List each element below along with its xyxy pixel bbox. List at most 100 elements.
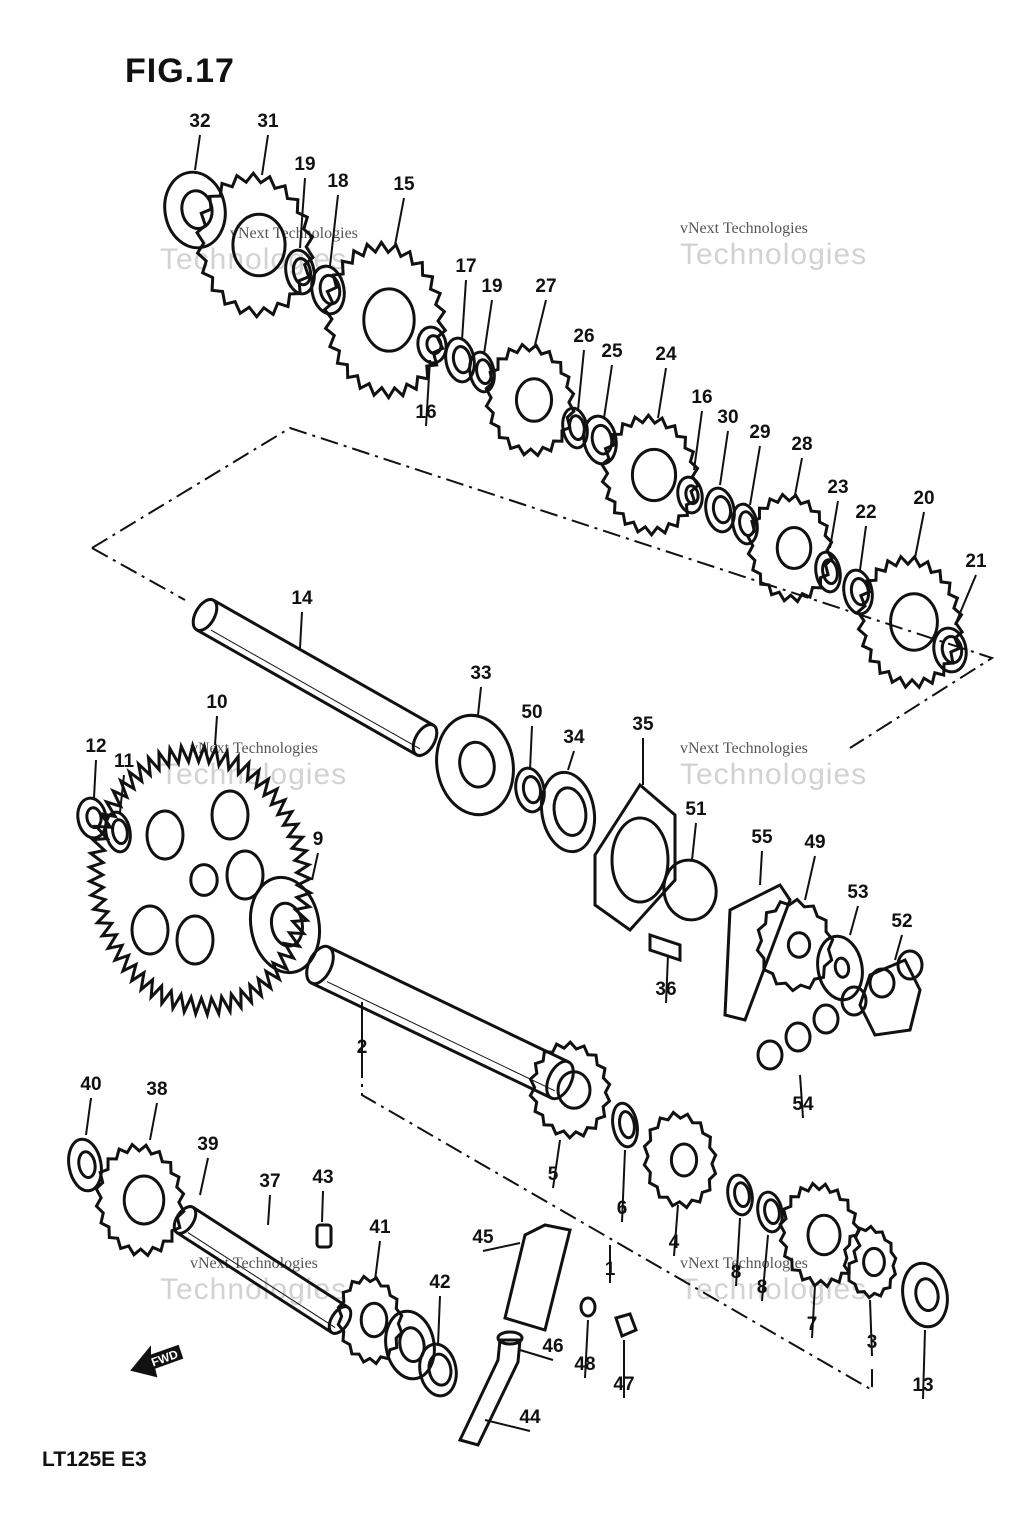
gear-10 <box>85 740 315 1020</box>
model-code: LT125E E3 <box>42 1448 147 1471</box>
callout-label: 11 <box>114 751 135 772</box>
pin-43 <box>315 1223 333 1249</box>
callout-label: 54 <box>792 1094 814 1115</box>
callout-label: 27 <box>535 276 556 297</box>
callout-leader <box>719 430 729 486</box>
callout-label: 19 <box>294 154 315 175</box>
gear-4 <box>642 1110 718 1210</box>
gear-10-lightening-hole <box>210 789 250 841</box>
callout-leader <box>691 822 697 861</box>
forward-arrow-icon: FWD <box>130 1344 184 1378</box>
callout-leader <box>665 954 669 1004</box>
chain-link-54 <box>868 967 896 999</box>
shift-shaft-44 <box>457 1338 522 1447</box>
callout-label: 45 <box>472 1227 494 1248</box>
assembly-frame-lower <box>361 1060 873 1392</box>
bearing-32 <box>163 170 227 250</box>
callout-leader <box>657 367 667 419</box>
gear-28 <box>746 492 834 604</box>
chain-link-54 <box>896 949 924 981</box>
callout-leader <box>794 457 803 496</box>
callout-label: 14 <box>291 588 313 609</box>
callout-leader <box>85 1097 92 1136</box>
callout-label: 42 <box>429 1272 450 1293</box>
gear-41 <box>336 1274 404 1366</box>
reverse-shaft-37 <box>172 1205 353 1335</box>
callout-label: 9 <box>313 829 324 850</box>
gear-10-lightening-hole <box>130 904 170 956</box>
callout-label: 29 <box>749 422 770 443</box>
washer-42 <box>418 1342 458 1398</box>
callout-label: 2 <box>357 1037 368 1058</box>
gear-27 <box>484 342 576 458</box>
callout-label: 6 <box>617 1198 628 1219</box>
callout-leader <box>329 194 339 267</box>
gear-10-lightening-hole <box>175 914 215 966</box>
callout-leader <box>437 1295 441 1346</box>
callout-leader <box>829 500 839 549</box>
callout-label: 37 <box>259 1171 280 1192</box>
oring-48 <box>579 1296 597 1318</box>
gear-31 <box>195 170 315 320</box>
bolt-36 <box>648 932 682 963</box>
chain-link-54 <box>812 1003 840 1035</box>
callout-leader <box>922 1329 926 1400</box>
callout-leader <box>321 1190 324 1223</box>
callout-leader <box>759 850 763 886</box>
callout-label: 18 <box>327 171 348 192</box>
callout-leader <box>735 1217 741 1287</box>
callout-label: 34 <box>563 727 585 748</box>
callout-leader <box>394 197 405 246</box>
callout-label: 33 <box>470 663 491 684</box>
callout-label: 55 <box>751 827 773 848</box>
callout-leader <box>267 1194 271 1226</box>
callout-leader <box>869 1299 873 1357</box>
oil-seal-34 <box>539 770 597 854</box>
nut-12 <box>76 796 108 840</box>
washer-53 <box>816 934 864 1002</box>
callout-leader <box>859 525 867 571</box>
callout-leader <box>584 1319 589 1379</box>
callout-label: 28 <box>791 434 812 455</box>
gear-38 <box>94 1142 186 1258</box>
callout-label: 32 <box>189 111 210 132</box>
circlip-29 <box>731 502 759 546</box>
callout-leader <box>577 349 585 411</box>
gear-15 <box>322 239 448 401</box>
callout-leader <box>149 1102 158 1141</box>
sprocket-49 <box>755 897 835 993</box>
callout-leader <box>603 364 613 419</box>
washer-6 <box>611 1101 639 1149</box>
callout-label: 36 <box>655 979 676 1000</box>
callout-label: 25 <box>601 341 623 362</box>
callout-leader <box>673 1204 679 1257</box>
callout-leader <box>374 1240 381 1281</box>
callout-leader <box>761 1234 769 1302</box>
callout-leader <box>194 134 201 171</box>
bolt-47 <box>614 1312 638 1339</box>
washer-11 <box>104 810 132 854</box>
callout-label: 51 <box>685 799 707 820</box>
retainer-plate-35 <box>593 782 677 932</box>
chain-link-54 <box>840 985 868 1017</box>
bushing-16 <box>416 325 448 365</box>
callout-label: 17 <box>455 256 476 277</box>
callout-label: 52 <box>891 911 912 932</box>
bearing-13 <box>901 1261 949 1329</box>
washer-30 <box>704 486 736 534</box>
callout-label: 20 <box>913 488 934 509</box>
callout-label: 46 <box>542 1336 563 1357</box>
gear-3 <box>842 1224 898 1300</box>
callout-label: 50 <box>521 702 542 723</box>
callout-label: 40 <box>80 1074 101 1095</box>
callout-label: 16 <box>415 402 436 423</box>
gear-10-lightening-hole <box>225 849 265 901</box>
callout-leader <box>119 774 125 813</box>
callout-leader <box>483 299 493 355</box>
callout-leader <box>477 686 482 716</box>
callout-leader <box>93 759 97 799</box>
callout-label: 3 <box>867 1332 878 1353</box>
callout-label: 1 <box>605 1259 616 1280</box>
